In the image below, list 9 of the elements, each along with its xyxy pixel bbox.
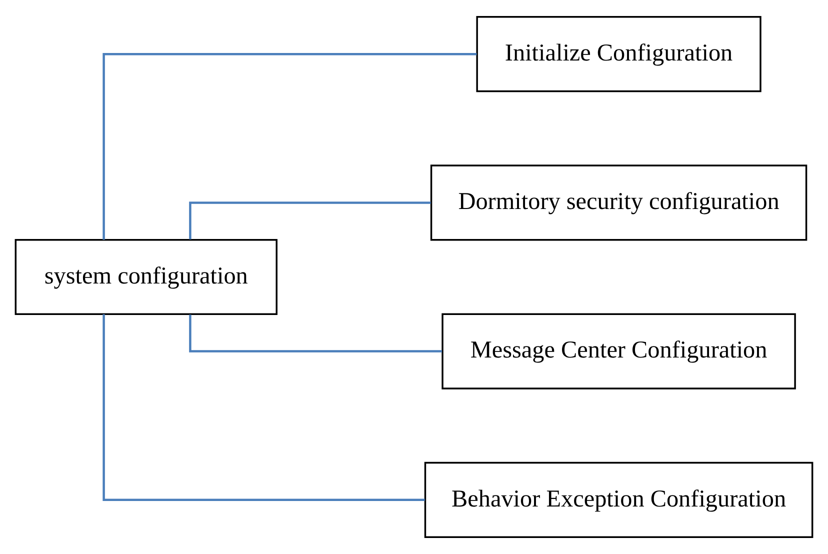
node-box: Behavior Exception Configuration bbox=[424, 462, 814, 538]
node-box: Initialize Configuration bbox=[476, 16, 762, 92]
node-box: Dormitory security configuration bbox=[430, 164, 808, 241]
connector bbox=[189, 314, 442, 352]
node-box: system configuration bbox=[14, 238, 278, 316]
connector bbox=[102, 314, 425, 502]
connector bbox=[189, 202, 431, 240]
node-box: Message Center Configuration bbox=[442, 313, 796, 390]
connector bbox=[102, 52, 477, 240]
